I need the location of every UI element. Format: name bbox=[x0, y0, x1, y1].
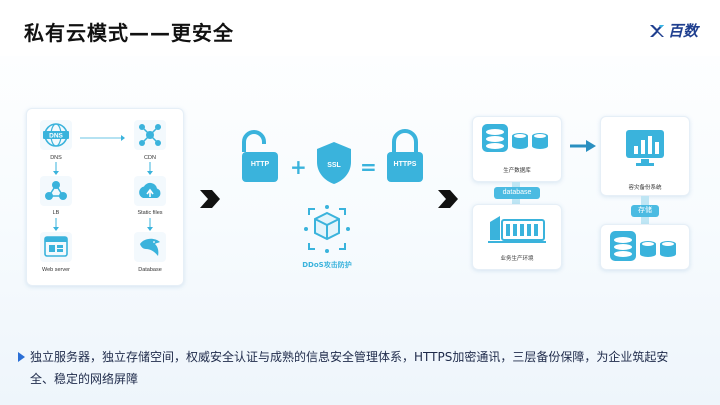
production-db-label: 生产数据库 bbox=[503, 168, 531, 174]
node-label-cdn: CDN bbox=[144, 155, 156, 161]
flow-arrow-2 bbox=[438, 190, 458, 208]
business-env-card bbox=[472, 204, 562, 270]
logo-x-icon bbox=[649, 24, 664, 37]
page-title: 私有云模式——更安全 bbox=[24, 21, 234, 45]
node-label-database: Database bbox=[138, 267, 162, 273]
ssl-shield-icon bbox=[317, 142, 351, 184]
db-to-backup-arrow bbox=[570, 140, 596, 152]
ddos-label: DDoS攻击防护 bbox=[302, 261, 352, 269]
cdn-icon-box bbox=[134, 120, 166, 150]
database-badge: database bbox=[494, 187, 540, 199]
server-rack-icon bbox=[488, 216, 546, 243]
mysql-dolphin-icon bbox=[140, 238, 160, 256]
right-column-vertical-arrows bbox=[147, 162, 153, 231]
load-balancer-icon bbox=[45, 181, 67, 200]
http-unlocked-icon bbox=[242, 130, 278, 182]
http-label: HTTP bbox=[250, 161, 270, 168]
logo-text: 百数 bbox=[667, 22, 698, 40]
dns-icon-box: DNS bbox=[40, 120, 72, 150]
node-label-dns: DNS bbox=[50, 155, 62, 161]
summary-text: 独立服务器，独立存储空间，权威安全认证与成熟的信息安全管理体系，HTTPS加密通… bbox=[30, 350, 669, 386]
lb-icon-box bbox=[40, 176, 72, 206]
node-label-static-files: Static files bbox=[137, 210, 163, 216]
dns-to-cdn-arrow bbox=[80, 135, 125, 141]
left-vertical-arrows bbox=[53, 162, 59, 231]
plus-sign: + bbox=[290, 155, 307, 179]
static-files-icon-box bbox=[134, 176, 166, 206]
disaster-recovery-label: 容灾备份系统 bbox=[628, 185, 662, 191]
flow-arrow-1 bbox=[200, 190, 220, 208]
web-server-icon bbox=[44, 236, 68, 257]
cloud-upload-icon bbox=[139, 182, 161, 198]
ssl-label: SSL bbox=[327, 162, 341, 169]
storage-badge: 存储 bbox=[631, 205, 659, 217]
dns-icon-text: DNS bbox=[49, 133, 63, 140]
node-label-lb: LB bbox=[52, 210, 60, 216]
bullet-arrow-icon bbox=[18, 352, 25, 362]
business-env-label: 业务生产环境 bbox=[500, 256, 534, 262]
node-label-web-server: Web server bbox=[41, 267, 71, 273]
cdn-network-icon bbox=[139, 124, 161, 146]
https-locked-icon bbox=[387, 129, 423, 182]
dns-globe-icon: DNS bbox=[43, 123, 69, 147]
ddos-protection-icon bbox=[304, 205, 350, 253]
storage-db-icon bbox=[610, 231, 676, 261]
header-bar bbox=[0, 0, 720, 56]
equals-sign: = bbox=[360, 155, 377, 179]
monitor-chart-icon bbox=[626, 130, 664, 166]
database-icon-box bbox=[134, 232, 166, 262]
https-label: HTTPS bbox=[393, 161, 417, 168]
production-db-icon bbox=[482, 124, 548, 152]
logo: 百数 bbox=[649, 20, 698, 41]
web-server-icon-box bbox=[40, 232, 72, 262]
